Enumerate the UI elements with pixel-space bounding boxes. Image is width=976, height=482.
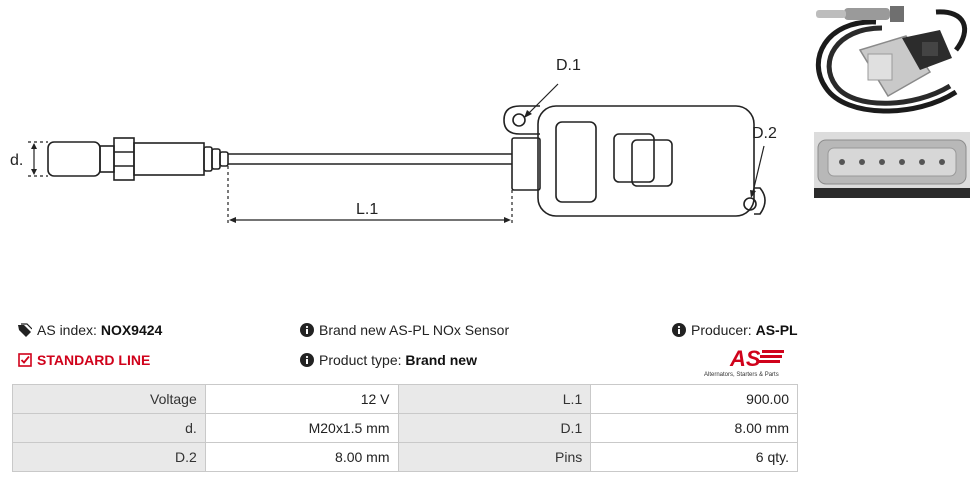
spec-key: Pins — [397, 442, 592, 472]
spec-value: 900.00 — [590, 384, 798, 414]
spec-value: 8.00 mm — [590, 413, 798, 443]
as-index: AS index: NOX9424 — [18, 322, 162, 338]
probe-tip — [47, 141, 101, 177]
mount-hole-d2 — [743, 197, 757, 211]
spec-key: D.1 — [397, 413, 592, 443]
spec-value: M20x1.5 mm — [204, 413, 399, 443]
control-unit-body — [537, 105, 755, 217]
product-type-value: Brand new — [405, 352, 477, 368]
standard-line: STANDARD LINE — [18, 352, 150, 368]
spec-key: D.2 — [12, 442, 206, 472]
checkbox-icon — [18, 353, 32, 367]
producer-value: AS-PL — [755, 322, 798, 338]
table-row: Voltage 12 V L.1 900.00 — [12, 384, 798, 414]
producer-label: Producer: — [691, 322, 752, 338]
producer: Producer: AS-PL — [672, 322, 798, 338]
as-pl-logo: AS Alternators, Starters & Parts — [704, 346, 784, 378]
dim-label-l1: L.1 — [356, 201, 378, 218]
sensor-technical-drawing: d. L.1 D.1 D.2 — [10, 57, 777, 224]
dim-label-d: d. — [10, 152, 23, 169]
description-text: Brand new AS-PL NOx Sensor — [319, 322, 510, 338]
as-index-value: NOX9424 — [100, 322, 163, 338]
spec-value: 6 qty. — [590, 442, 798, 472]
table-row: d. M20x1.5 mm D.1 8.00 mm — [12, 413, 798, 443]
table-row: D.2 8.00 mm Pins 6 qty. — [12, 442, 798, 472]
spec-key: d. — [12, 413, 206, 443]
hex-nut — [99, 145, 115, 173]
as-index-label: AS index: — [37, 322, 97, 338]
standard-line-label: STANDARD LINE — [37, 352, 151, 368]
spec-key: L.1 — [397, 384, 592, 414]
dim-label-d1: D.1 — [556, 57, 581, 74]
info-icon — [672, 323, 686, 337]
mount-hole-d1 — [512, 113, 526, 127]
tag-icon — [18, 323, 32, 337]
spec-key: Voltage — [12, 384, 206, 414]
spec-value: 8.00 mm — [204, 442, 399, 472]
svg-text:AS: AS — [729, 346, 761, 371]
product-description: Brand new AS-PL NOx Sensor — [300, 322, 509, 338]
specifications-table: Voltage 12 V L.1 900.00 d. M20x1.5 mm D.… — [12, 384, 798, 472]
dim-label-d2: D.2 — [752, 125, 777, 142]
svg-text:Alternators, Starters & Parts: Alternators, Starters & Parts — [704, 372, 779, 378]
product-photo-connector[interactable] — [814, 132, 970, 198]
spec-value: 12 V — [204, 384, 399, 414]
product-type: Product type: Brand new — [300, 352, 477, 368]
product-photo-sensor[interactable] — [806, 0, 970, 128]
product-type-label: Product type: — [319, 352, 402, 368]
info-icon — [300, 353, 314, 367]
info-icon — [300, 323, 314, 337]
